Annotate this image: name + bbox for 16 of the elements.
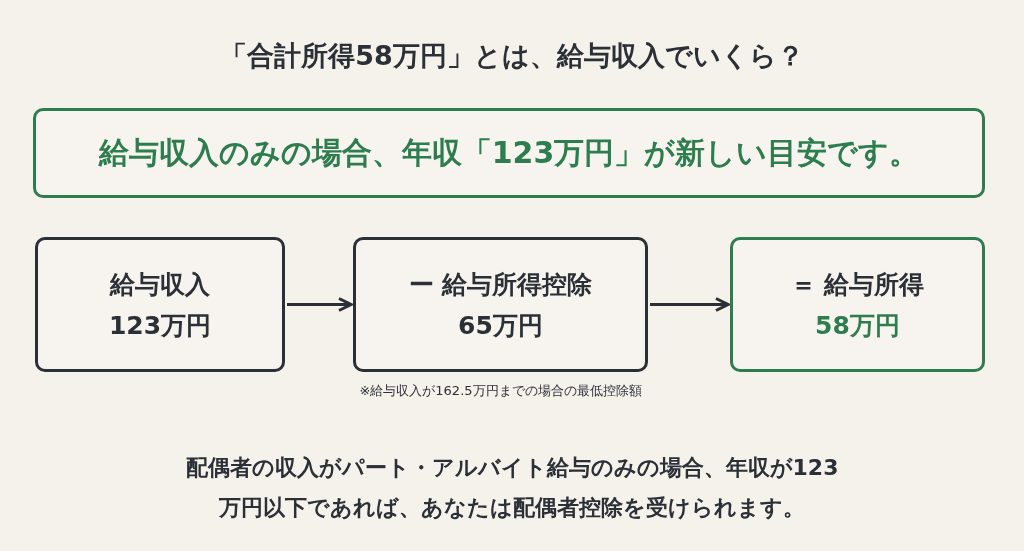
box-heading: ー 給与所得控除 [408,268,593,301]
footnote: ※給与収入が162.5万円までの場合の最低控除額 [358,382,643,400]
amount-text: 65万円 [458,309,543,342]
box-heading: 給与収入 [110,268,210,301]
amount-text: 58万円 [815,309,900,342]
process-box [730,237,985,372]
process-box [35,237,285,372]
arrow [650,297,730,312]
process-box [353,237,648,372]
box-heading: ＝ 給与所得 [790,268,925,301]
title: 「合計所得58万円」とは、給与収入でいくら？ [219,39,805,73]
amount-text: 123万円 [108,309,212,342]
box-heading: 給与収入のみの場合、年収「123万円」が新しい目安です。 [98,133,920,172]
arrow [287,297,353,312]
highlight-box [33,108,985,198]
note-text: 配偶者の収入がパート・アルバイト給与のみの場合、年収が123万円以下であれば、あなたは配偶者控除を受けられます。 [184,454,840,522]
